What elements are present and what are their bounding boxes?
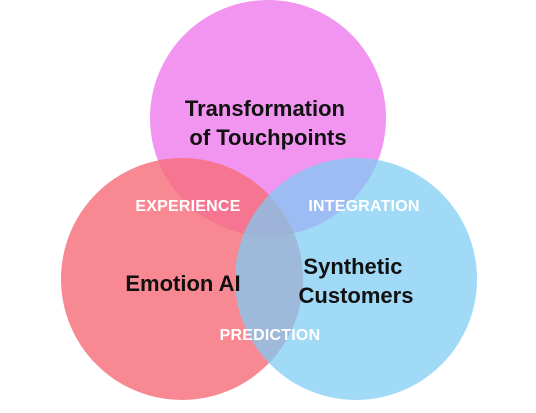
circle-label-right: Synthetic Customers [299,254,414,308]
circle-label-left: Emotion AI [125,271,240,296]
circle-synthetic-customers [235,158,477,400]
overlap-label-integration: INTEGRATION [308,198,419,215]
circle-label-top: Transformation of Touchpoints [185,96,351,150]
overlap-label-experience: EXPERIENCE [135,198,240,215]
circle-label-right-line1: Synthetic [303,254,402,279]
circle-label-right-line2: Customers [299,283,414,308]
circle-label-top-line1: Transformation [185,96,345,121]
circle-label-left-line1: Emotion AI [125,271,240,296]
circle-label-top-line2: of Touchpoints [189,125,346,150]
circle-emotion-ai [61,158,303,400]
circles [61,0,477,400]
overlap-label-prediction: PREDICTION [220,327,321,344]
